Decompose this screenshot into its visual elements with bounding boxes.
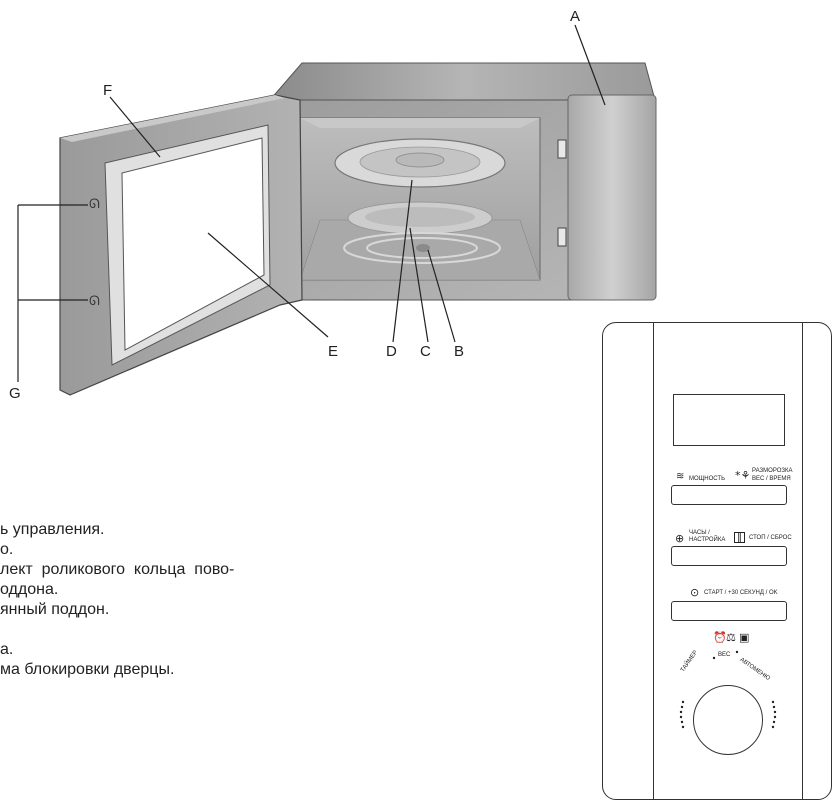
control-panel-strip [567,94,657,301]
legend-line-3: лект роликового кольца пово- [0,561,235,578]
clock-label-2: НАСТРОЙКА [689,537,726,543]
legend-line-7: ма блокировки дверцы. [0,661,175,678]
legend-line-2: о. [0,541,14,558]
stop-label: СТОП / СБРОС [749,535,792,541]
timer-icon: ⏰ [713,631,727,644]
weight-icon: ⚖ [726,631,736,644]
dial-label-weight: ВЕС [718,652,731,658]
start-button[interactable] [671,601,787,621]
latch-slot-upper [557,139,567,159]
callout-a: A [570,8,581,25]
callout-e: E [328,343,339,360]
defrost-label-1: РАЗМОРОЗКА [752,468,793,474]
clock-settings-icon: ⊕ [675,532,685,545]
stop-icon: ‖ [734,532,745,543]
power-label: МОЩНОСТЬ [689,476,726,482]
clock-label-1: ЧАСЫ / [689,530,710,536]
door-window [121,137,265,351]
defrost-icon: *⚘ [735,469,751,482]
microwave-top [268,62,656,101]
door-hook-lower-icon: ᘏ [89,294,100,309]
selector-dial[interactable] [693,685,763,755]
control-panel-outline [602,322,832,800]
callout-c: C [420,343,431,360]
latch-slot-lower [557,227,567,247]
callout-b: B [454,343,465,360]
power-defrost-button[interactable] [671,485,787,505]
defrost-label-2: ВЕС / ВРЕМЯ [752,476,791,482]
start-label: СТАРТ / +30 СЕКУНД / OK [704,590,778,596]
start-icon: ⊙ [690,586,700,599]
legend-line-1: ь управления. [0,521,105,538]
door-hook-upper-icon: ᘏ [89,197,100,212]
callout-f: F [103,82,113,99]
control-panel-face [653,322,803,800]
callout-d: D [386,343,397,360]
legend-line-5: янный поддон. [0,601,110,618]
legend-line-6: а. [0,641,14,658]
display-window [673,394,785,446]
auto-menu-icon: ▣ [739,631,750,644]
clock-stop-button[interactable] [671,546,787,566]
callout-g: G [9,385,21,402]
power-icon: ≋ [676,471,685,482]
legend-line-4: оддона. [0,581,59,598]
coupler-shaft [416,244,430,252]
